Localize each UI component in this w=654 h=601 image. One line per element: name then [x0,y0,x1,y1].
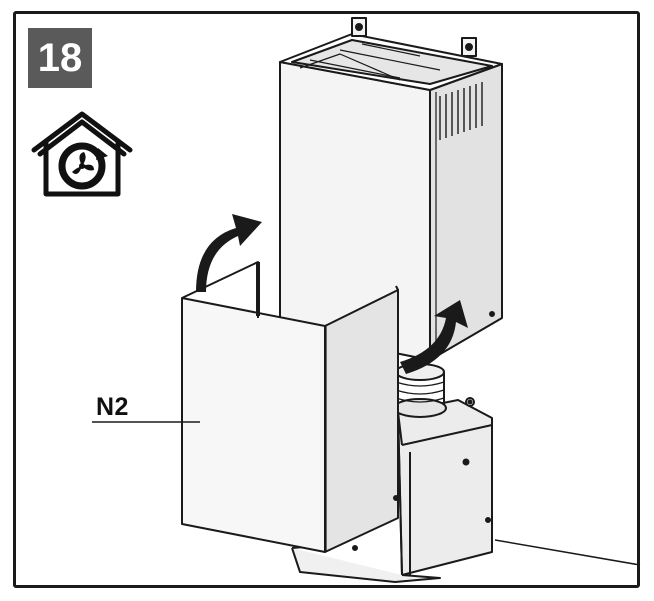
flexible-hose [393,363,447,418]
rotation-arrow-left [196,214,262,292]
wall-floor-line [494,539,641,566]
lower-chimney-cover-n2 [181,261,399,553]
vent-grille [439,82,483,140]
base-plate [291,547,441,583]
motor-housing [397,397,493,576]
upper-chimney [279,17,503,361]
fan-icon [72,152,94,174]
part-label-n2: N2 [96,393,129,421]
recirculation-mode-icon [31,111,133,197]
rotation-arrow-right [400,300,468,374]
step-number-badge: 18 [28,28,92,88]
house-outline-icon [31,111,133,197]
